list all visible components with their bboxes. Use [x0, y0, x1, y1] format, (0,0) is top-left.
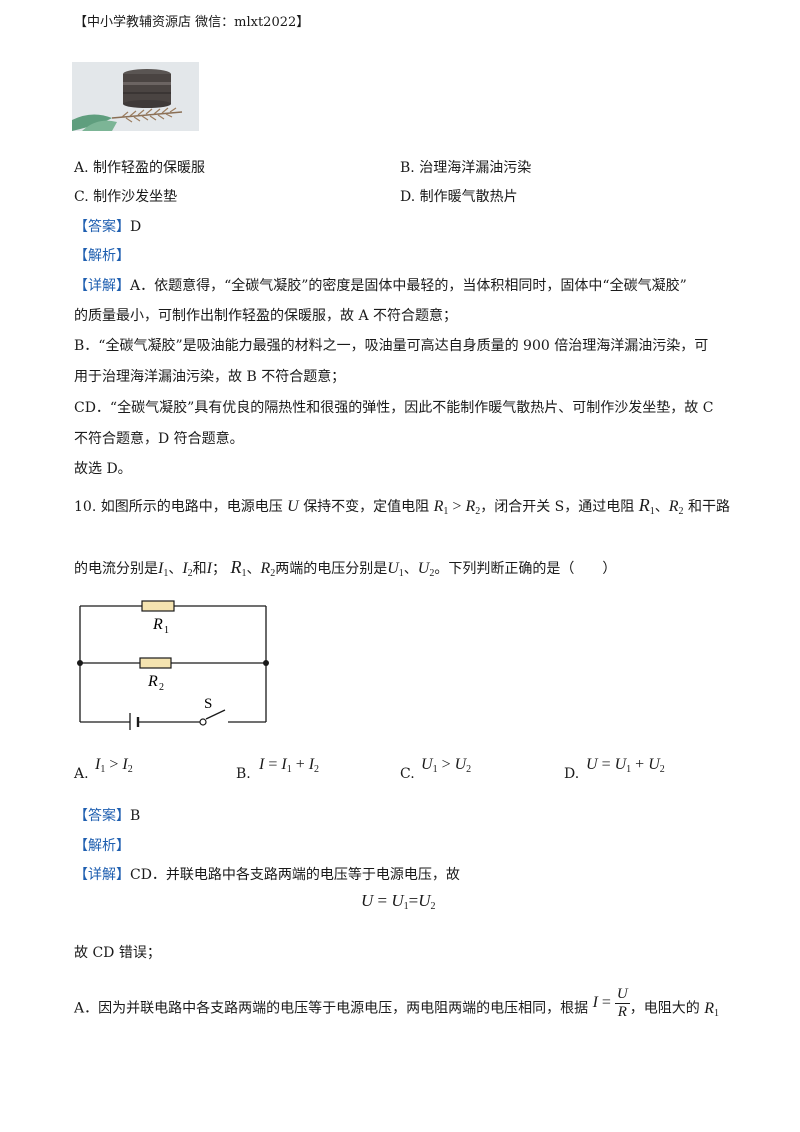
junction-node — [77, 660, 83, 666]
circuit-diagram: R 1 R 2 S — [77, 600, 269, 730]
junction-node — [263, 660, 269, 666]
q9-option-a: A. 制作轻盈的保暖服 — [74, 160, 206, 176]
q10-option-a: I1 > I2 — [95, 756, 133, 775]
switch-contact — [199, 718, 207, 726]
answer-tag: 【答案】 — [74, 808, 130, 824]
q10-detail-line-3: A．因为并联电路中各支路两端的电压等于电源电压，两电阻两端的电压相同，根据 I … — [74, 986, 719, 1020]
aerogel-illustration — [72, 62, 199, 131]
q10-stem-line-1: 10. 如图所示的电路中，电源电压 U 保持不变，定值电阻 R1 > R2，闭合… — [74, 495, 730, 517]
q10-detail-line-2: 故 CD 错误； — [74, 945, 161, 961]
answer-tag: 【答案】 — [74, 219, 130, 235]
q10-equation: U = U1=U2 — [361, 891, 436, 912]
q9-option-b: B. 治理海洋漏油污染 — [400, 160, 532, 176]
q9-detail-line-2: 的质量最小，可制作出制作轻盈的保暖服，故 A 不符合题意； — [74, 308, 458, 324]
page-header: 【中小学教辅资源店 微信：mlxt2022】 — [74, 15, 310, 30]
q10-detail-line-1: 【详解】CD．并联电路中各支路两端的电压等于电源电压，故 — [74, 867, 460, 883]
detail-tag: 【详解】 — [74, 278, 130, 294]
q9-detail-line-4: 用于治理海洋漏油污染，故 B 不符合题意； — [74, 369, 346, 385]
analysis-tag: 【解析】 — [74, 248, 130, 264]
q9-detail-line-5: CD．“全碳气凝胶”具有优良的隔热性和很强的弹性，因此不能制作暖气散热片、可制作… — [74, 400, 714, 416]
resistor-r2 — [139, 657, 172, 669]
q10-option-b-letter: B. — [236, 766, 251, 782]
r2-label: R — [147, 673, 158, 690]
q10-option-c-letter: C. — [400, 766, 415, 782]
q9-detail-line-7: 故选 D。 — [74, 461, 132, 477]
q10-option-b: I = I1 + I2 — [259, 756, 320, 775]
q10-option-d: U = U1 + U2 — [586, 756, 665, 775]
svg-text:1: 1 — [164, 625, 169, 636]
q9-detail-line-6: 不符合题意，D 符合题意。 — [74, 431, 244, 447]
r1-label: R — [152, 616, 163, 633]
switch-label: S — [204, 696, 212, 712]
q10-option-a-letter: A. — [74, 766, 89, 782]
q9-detail-line-3: B．“全碳气凝胶”是吸油能力最强的材料之一，吸油量可高达自身质量的 900 倍治… — [74, 338, 709, 354]
detail-tag: 【详解】 — [74, 867, 130, 883]
q10-option-c: U1 > U2 — [421, 756, 472, 775]
q10-stem-line-2: 的电流分别是I1、I2和I； R1、R2两端的电压分别是U1、U2。下列判断正确… — [74, 557, 617, 579]
q9-detail-line-1: 【详解】A．依题意得，“全碳气凝胶”的密度是固体中最轻的，当体积相同时，固体中“… — [74, 278, 687, 294]
q9-option-d: D. 制作暖气散热片 — [400, 189, 518, 205]
q9-option-c: C. 制作沙发坐垫 — [74, 189, 178, 205]
aerogel-photo — [72, 62, 199, 131]
resistor-r1 — [141, 600, 175, 612]
q10-answer-row: 【答案】B — [74, 805, 140, 825]
analysis-tag: 【解析】 — [74, 838, 130, 854]
q10-option-d-letter: D. — [564, 766, 580, 782]
q9-answer-row: 【答案】D — [74, 216, 141, 236]
answer-value: D — [130, 219, 142, 235]
answer-value: B — [130, 808, 141, 824]
svg-text:2: 2 — [159, 682, 164, 693]
